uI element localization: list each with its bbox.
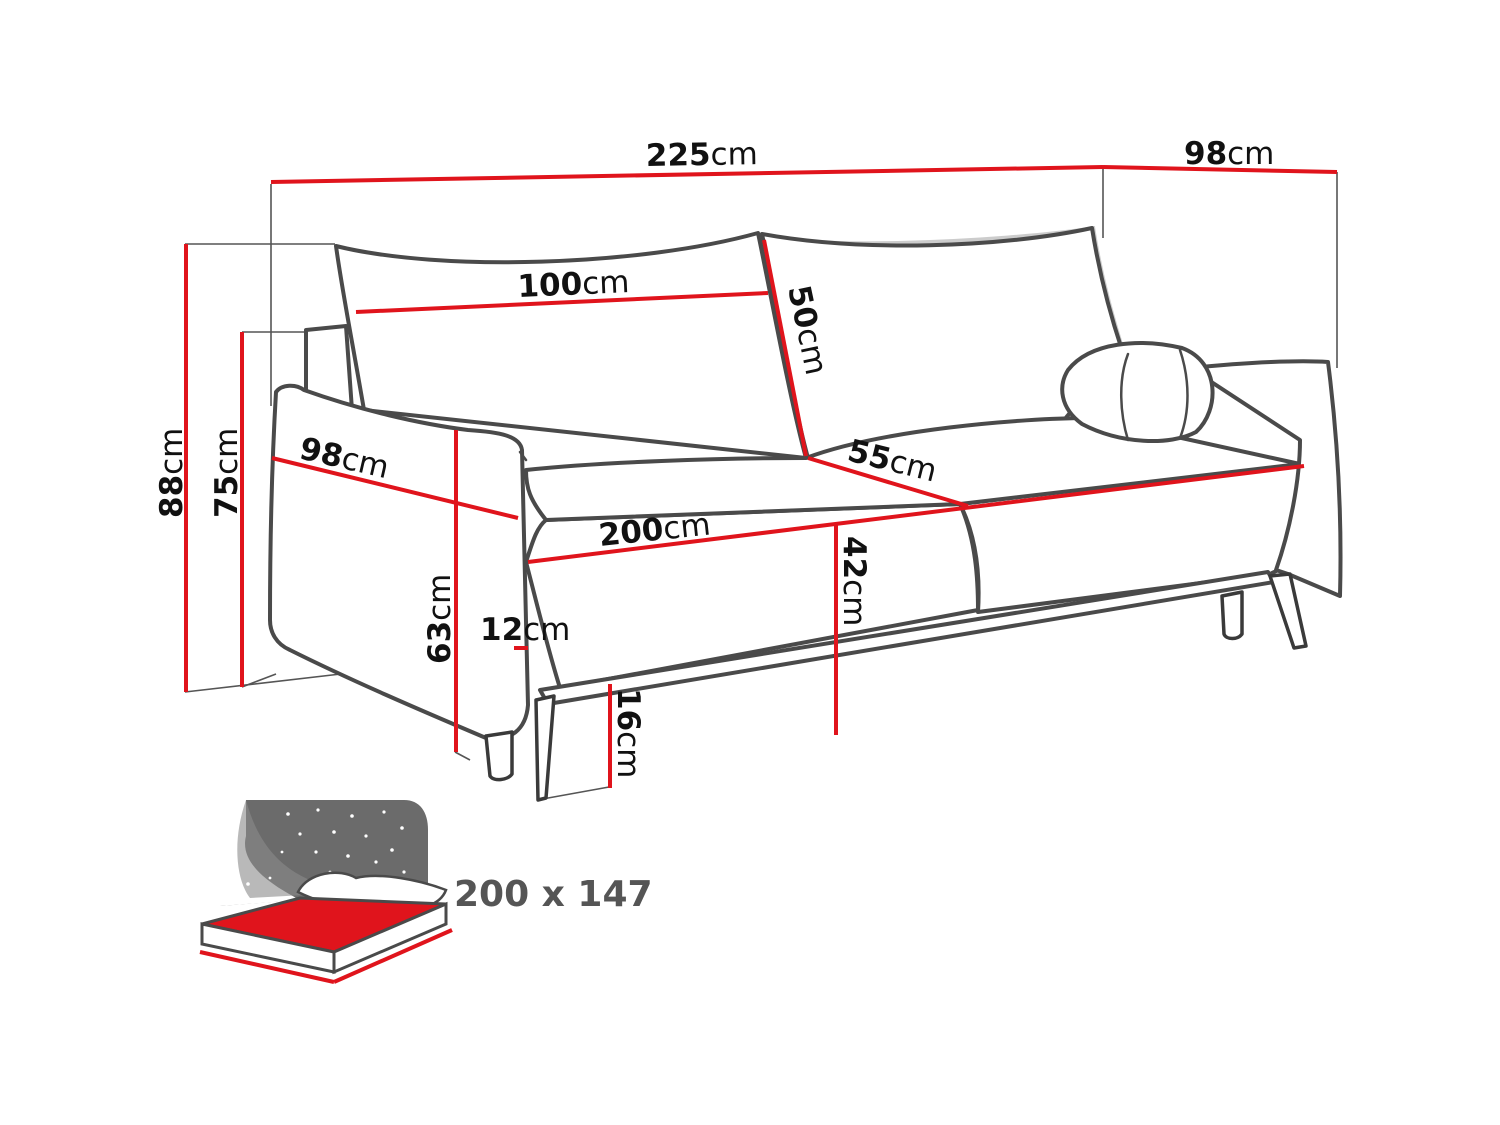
label-armrest-depth: 98cm <box>296 431 392 486</box>
dim-line-armrest-depth <box>271 456 519 520</box>
seat-cushion-top <box>524 416 1302 522</box>
dim-line-seat-depth <box>807 456 969 508</box>
dim-line-seat-width <box>527 464 1305 564</box>
label-clearance: 16cm <box>610 688 646 778</box>
label-depth: 98cm <box>1184 136 1274 172</box>
dim-line-back-cushion-width <box>355 291 769 314</box>
stars-icon <box>234 808 406 886</box>
sleeping-area-label: 200 x 147 <box>454 874 653 915</box>
label-armrest-height: 75cm <box>209 428 245 518</box>
label-total-height: 88cm <box>154 428 190 518</box>
leg-back-right-2 <box>1268 572 1308 650</box>
dim-line-back-cushion-height <box>762 239 808 457</box>
label-seat-height: 42cm <box>836 536 872 626</box>
dimension-lines <box>184 165 1338 788</box>
round-pillow <box>1060 341 1215 444</box>
back-cushion-left <box>334 231 808 460</box>
sofa-drawing <box>268 226 1343 802</box>
label-armrest-width: 12cm <box>480 612 570 648</box>
sofa-bed-icon: 200 x 147 <box>199 800 653 984</box>
leg-back-right-1 <box>1220 590 1244 641</box>
dimension-labels: 225cm 98cm 88cm 75cm 100cm 50cm 98cm 55c… <box>154 136 1274 778</box>
armrest-right <box>1188 359 1343 598</box>
leg-front-middle <box>534 694 556 802</box>
label-side-height: 63cm <box>422 574 458 664</box>
dim-line-total-width <box>270 165 1104 184</box>
label-total-width: 225cm <box>646 136 759 174</box>
label-seat-depth: 55cm <box>844 433 940 490</box>
label-seat-width: 200cm <box>597 506 712 554</box>
dim-line-depth <box>1102 165 1338 174</box>
extension-lines <box>184 168 1338 801</box>
label-back-cushion-width: 100cm <box>517 264 630 305</box>
leg-front-left <box>484 730 514 782</box>
